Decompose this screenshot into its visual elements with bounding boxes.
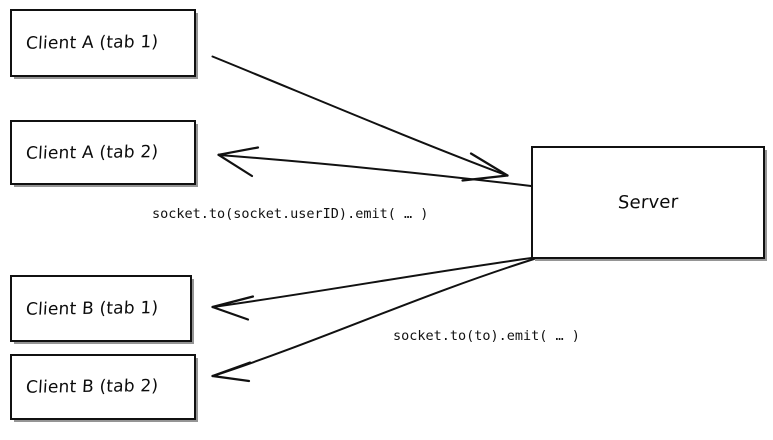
edge-server-to-a2 (217, 146, 532, 187)
node-client-b-tab-1-label: Client B (tab 1) (25, 297, 159, 320)
node-client-b-tab-1[interactable]: Client B (tab 1) (10, 275, 192, 342)
node-client-a-tab-2[interactable]: Client A (tab 2) (10, 120, 196, 185)
edge-label-socket-to: socket.to(to).emit( … ) (393, 328, 580, 344)
node-client-a-tab-2-label: Client A (tab 2) (25, 141, 159, 164)
node-server[interactable]: Server (531, 146, 765, 259)
node-client-b-tab-2[interactable]: Client B (tab 2) (10, 354, 196, 420)
node-server-label: Server (617, 191, 679, 214)
edge-server-to-b1 (211, 256, 536, 321)
edge-label-socket-user-id: socket.to(socket.userID).emit( … ) (152, 206, 429, 222)
node-client-a-tab-1[interactable]: Client A (tab 1) (10, 9, 196, 77)
edge-server-to-b2 (211, 258, 535, 383)
node-client-a-tab-1-label: Client A (tab 1) (25, 32, 159, 54)
edge-a1-to-server (211, 55, 509, 182)
node-client-b-tab-2-label: Client B (tab 2) (25, 376, 159, 398)
